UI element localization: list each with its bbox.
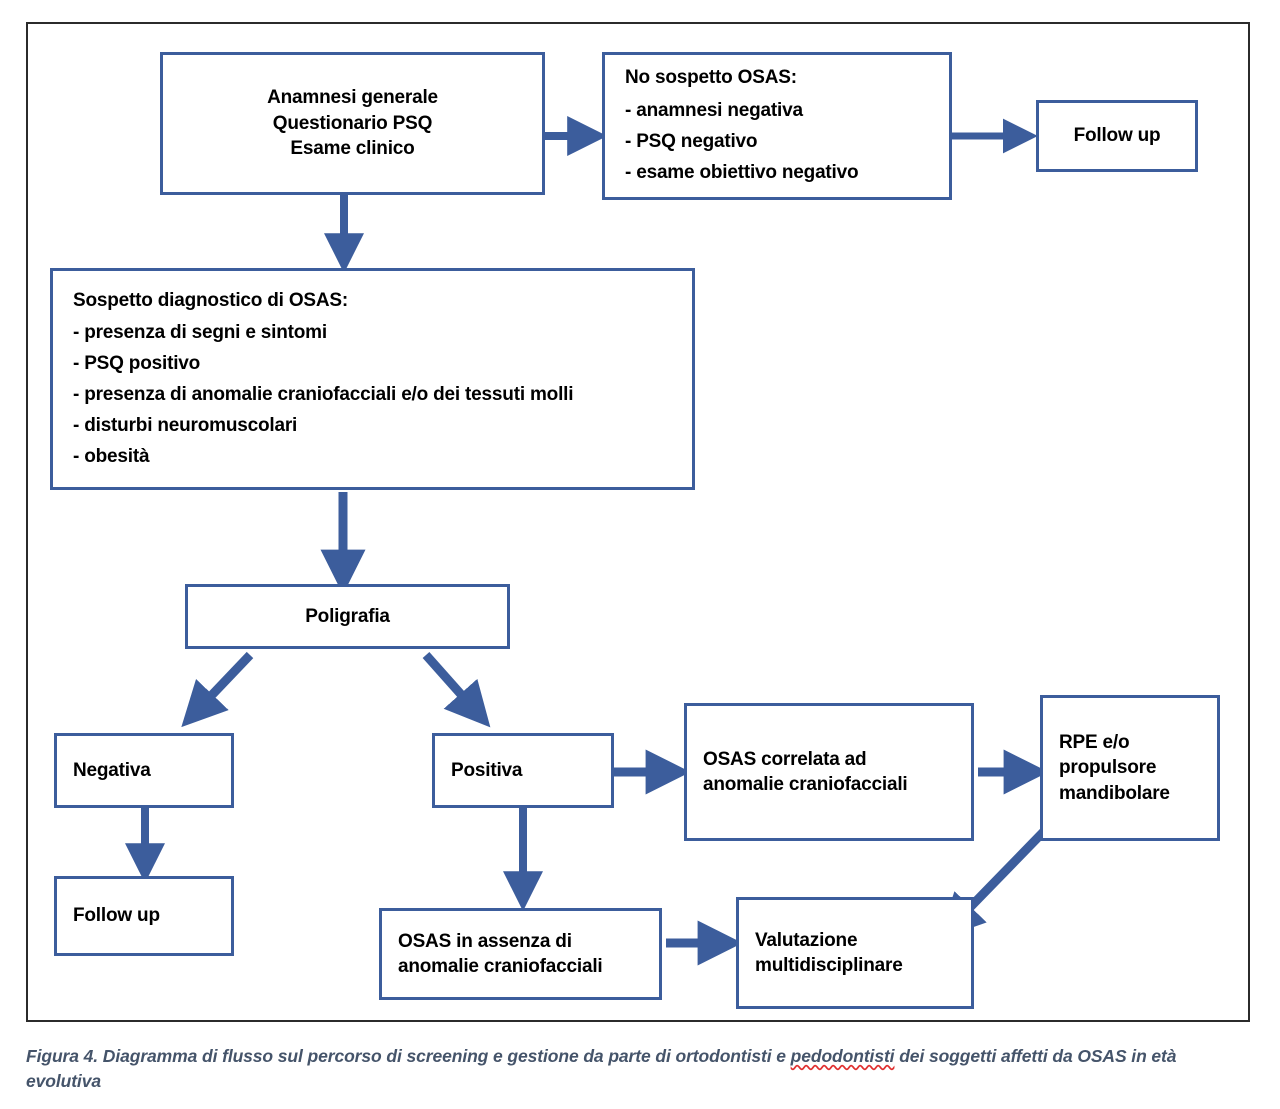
node-valutazione[interactable]: Valutazione multidisciplinare — [736, 897, 974, 1009]
figure-caption-suffix: dei soggetti affetti da OSAS in età evol… — [26, 1046, 1177, 1092]
node-osas-assenza[interactable]: OSAS in assenza di anomalie craniofaccia… — [379, 908, 662, 1000]
node-sospetto-item-2: - PSQ positivo — [73, 353, 201, 375]
node-follow-up-top[interactable]: Follow up — [1036, 100, 1198, 172]
node-follow-up-bottom[interactable]: Follow up — [54, 876, 234, 956]
node-sospetto-title: Sospetto diagnostico di OSAS: — [73, 289, 348, 311]
node-sospetto-item-3: - presenza di anomalie craniofacciali e/… — [73, 384, 574, 405]
node-anamnesi[interactable]: Anamnesi generale Questionario PSQ Esame… — [160, 52, 545, 195]
node-osas-assenza-line-2: anomalie craniofacciali — [398, 956, 603, 977]
node-valutazione-line-1: Valutazione — [755, 929, 858, 951]
figure-caption: Figura 4. Diagramma di flusso sul percor… — [26, 1044, 1250, 1095]
node-no-sospetto-title: No sospetto OSAS: — [625, 67, 797, 89]
node-follow-up-top-label: Follow up — [1073, 125, 1161, 147]
node-rpe[interactable]: RPE e/o propulsore mandibolare — [1040, 695, 1220, 841]
node-sospetto-item-5: - obesità — [73, 445, 150, 467]
node-sospetto-item-1: - presenza di segni e sintomi — [73, 322, 327, 344]
node-osas-correlata-line-1: OSAS correlata ad — [703, 748, 867, 770]
node-positiva[interactable]: Positiva — [432, 733, 614, 808]
node-poligrafia-label: Poligrafia — [305, 605, 390, 627]
node-follow-up-bottom-label: Follow up — [73, 905, 160, 927]
node-osas-assenza-line-1: OSAS in assenza di — [398, 930, 572, 952]
node-negativa-label: Negativa — [73, 759, 151, 781]
node-negativa[interactable]: Negativa — [54, 733, 234, 808]
node-osas-correlata-line-2: anomalie craniofacciali — [703, 774, 908, 795]
node-valutazione-line-2: multidisciplinare — [755, 955, 903, 976]
figure-caption-prefix: Figura 4. Diagramma di flusso sul percor… — [26, 1046, 791, 1066]
figure-caption-misspelled-word: pedodontisti — [790, 1046, 895, 1066]
node-no-sospetto[interactable]: No sospetto OSAS: - anamnesi negativa - … — [602, 52, 952, 200]
node-poligrafia[interactable]: Poligrafia — [185, 584, 510, 649]
node-anamnesi-line-3: Esame clinico — [290, 138, 415, 160]
node-positiva-label: Positiva — [451, 759, 523, 781]
node-rpe-line-1: RPE e/o — [1059, 731, 1130, 753]
node-sospetto[interactable]: Sospetto diagnostico di OSAS: - presenza… — [50, 268, 695, 490]
node-osas-correlata[interactable]: OSAS correlata ad anomalie craniofaccial… — [684, 703, 974, 841]
node-no-sospetto-item-2: - PSQ negativo — [625, 131, 758, 152]
node-rpe-line-2: propulsore — [1059, 757, 1157, 779]
node-sospetto-item-4: - disturbi neuromuscolari — [73, 414, 298, 436]
node-anamnesi-line-1: Anamnesi generale — [267, 87, 438, 109]
node-no-sospetto-item-3: - esame obiettivo negativo — [625, 161, 859, 183]
node-rpe-line-3: mandibolare — [1059, 782, 1170, 804]
node-anamnesi-line-2: Questionario PSQ — [272, 112, 433, 134]
node-no-sospetto-item-1: - anamnesi negativa — [625, 100, 803, 122]
